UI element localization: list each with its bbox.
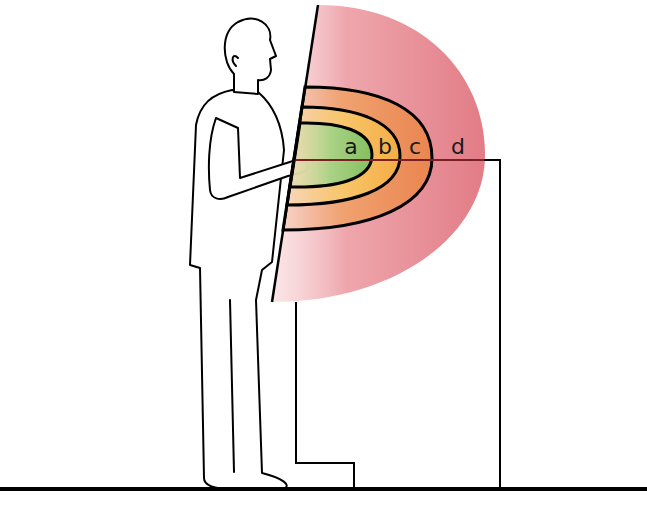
counter-top [484, 159, 501, 161]
zone-outline [272, 5, 485, 302]
reach-boundary [272, 5, 318, 302]
reach-zone: ba [287, 107, 400, 205]
zone-outline [287, 107, 400, 205]
zone-shape [290, 123, 372, 187]
zone-outline [283, 87, 432, 230]
floor-line [0, 487, 647, 491]
reach-zone: dcba [272, 5, 485, 302]
zone-label-holder: d [451, 136, 465, 158]
zone-letter: c [409, 136, 421, 158]
zone-letter: d [451, 136, 465, 158]
zone-label-holder: c [409, 136, 421, 158]
zone-outline [290, 123, 372, 187]
counter-top [296, 159, 484, 161]
reach-zone: a [290, 123, 372, 187]
counter-body [296, 159, 500, 488]
zone-label-holder: b [378, 136, 392, 158]
zone-letter: a [344, 136, 357, 158]
zone-label-holder: a [344, 136, 357, 158]
reach-zone: cba [283, 87, 432, 230]
zone-letter: b [378, 136, 392, 158]
